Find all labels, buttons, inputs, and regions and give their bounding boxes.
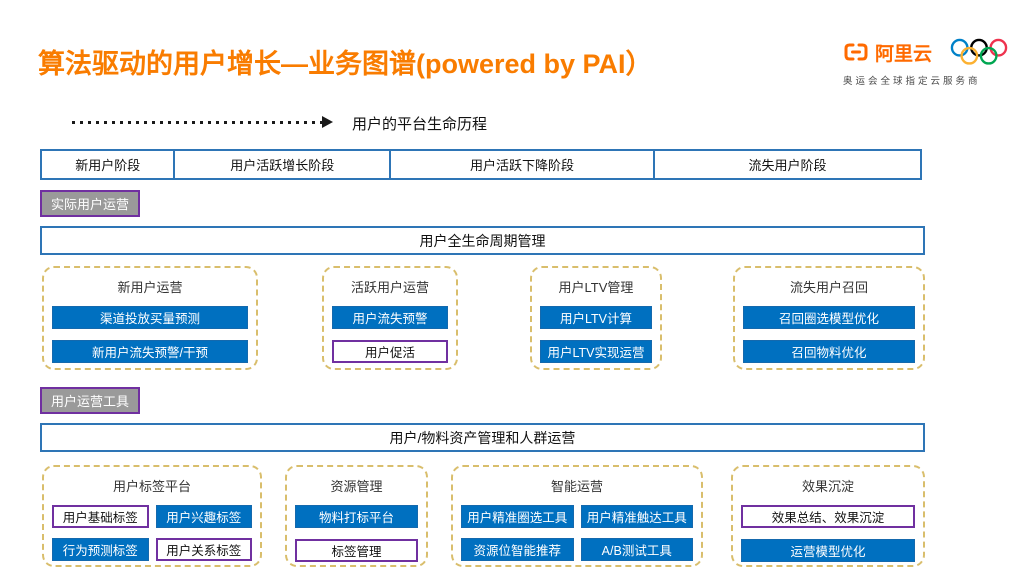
item-channel-buy-volume-forecast: 渠道投放买量预测	[52, 306, 248, 329]
group-title: 活跃用户运营	[350, 280, 429, 295]
section-tag-actual-user-operation: 实际用户运营	[40, 190, 141, 217]
group-user-ltv-management: 用户LTV管理 用户LTV计算 用户LTV实现运营	[530, 266, 662, 370]
item-recall-material-optimization: 召回物料优化	[743, 340, 915, 363]
group-title: 资源管理	[330, 479, 383, 494]
arrow-head-icon	[322, 116, 333, 128]
item-user-relation-tag: 用户关系标签	[155, 538, 252, 561]
stage-churned-user: 流失用户阶段	[653, 149, 922, 180]
item-new-user-churn-warning: 新用户流失预警/干预	[52, 340, 248, 363]
group-result-deposition: 效果沉淀 效果总结、效果沉淀 运营模型优化	[731, 465, 925, 567]
item-user-ltv-realization-operation: 用户LTV实现运营	[540, 340, 652, 363]
group-title: 用户标签平台	[112, 479, 191, 494]
item-material-tagging-platform: 物料打标平台	[295, 505, 418, 528]
group-title: 效果沉淀	[801, 479, 854, 494]
item-result-summary-and-deposition: 效果总结、效果沉淀	[741, 505, 915, 528]
item-user-basic-tag: 用户基础标签	[52, 505, 149, 528]
item-tag-management: 标签管理	[295, 539, 418, 562]
brand-name: 阿里云	[875, 43, 933, 65]
item-precise-audience-selection-tool: 用户精准圈选工具	[461, 505, 574, 528]
item-behavior-prediction-tag: 行为预测标签	[52, 538, 149, 561]
item-user-interest-tag: 用户兴趣标签	[155, 505, 252, 528]
stage-active-growth: 用户活跃增长阶段	[173, 149, 392, 180]
item-user-ltv-calculation: 用户LTV计算	[540, 306, 652, 329]
banner-asset-and-audience-management: 用户/物料资产管理和人群运营	[40, 423, 925, 452]
group-title: 流失用户召回	[789, 280, 868, 295]
item-user-activation: 用户促活	[332, 340, 448, 363]
item-ab-test-tool: A/B测试工具	[580, 538, 693, 561]
stage-new-user: 新用户阶段	[40, 149, 176, 180]
group-title: 智能运营	[550, 479, 603, 494]
lifecycle-dotted-arrow	[72, 121, 322, 124]
lifecycle-arrow-label: 用户的平台生命历程	[352, 116, 488, 133]
olympic-rings-icon	[950, 38, 1008, 66]
section-tag-user-operation-tools: 用户运营工具	[40, 387, 141, 414]
group-active-user-operation: 活跃用户运营 用户流失预警 用户促活	[322, 266, 458, 370]
group-resource-management: 资源管理 物料打标平台 标签管理	[285, 465, 428, 567]
item-operation-model-optimization: 运营模型优化	[741, 539, 915, 562]
item-user-churn-warning: 用户流失预警	[332, 306, 448, 329]
group-new-user-operation: 新用户运营 渠道投放买量预测 新用户流失预警/干预	[42, 266, 258, 370]
group-intelligent-operation: 智能运营 用户精准圈选工具 用户精准触达工具 资源位智能推荐 A/B测试工具	[451, 465, 703, 567]
group-title: 用户LTV管理	[558, 280, 634, 295]
brand-block: 阿里云 奥运会全球指定云服务商	[843, 36, 1008, 87]
group-churned-user-recall: 流失用户召回 召回圈选模型优化 召回物料优化	[733, 266, 925, 370]
group-title: 新用户运营	[117, 280, 183, 295]
lifecycle-stage-row: 新用户阶段 用户活跃增长阶段 用户活跃下降阶段 流失用户阶段	[40, 149, 922, 180]
brand-tagline: 奥运会全球指定云服务商	[843, 76, 981, 87]
item-precise-reach-tool: 用户精准触达工具	[580, 505, 693, 528]
page-title: 算法驱动的用户增长—业务图谱(powered by PAI）	[38, 49, 653, 79]
banner-user-lifecycle-management: 用户全生命周期管理	[40, 226, 925, 255]
item-recall-selection-model-optimization: 召回圈选模型优化	[743, 306, 915, 329]
alibaba-cloud-logo-icon	[843, 41, 869, 63]
group-user-tag-platform: 用户标签平台 用户基础标签 用户兴趣标签 行为预测标签 用户关系标签	[42, 465, 262, 567]
stage-active-decline: 用户活跃下降阶段	[389, 149, 656, 180]
item-slot-smart-recommendation: 资源位智能推荐	[461, 538, 574, 561]
